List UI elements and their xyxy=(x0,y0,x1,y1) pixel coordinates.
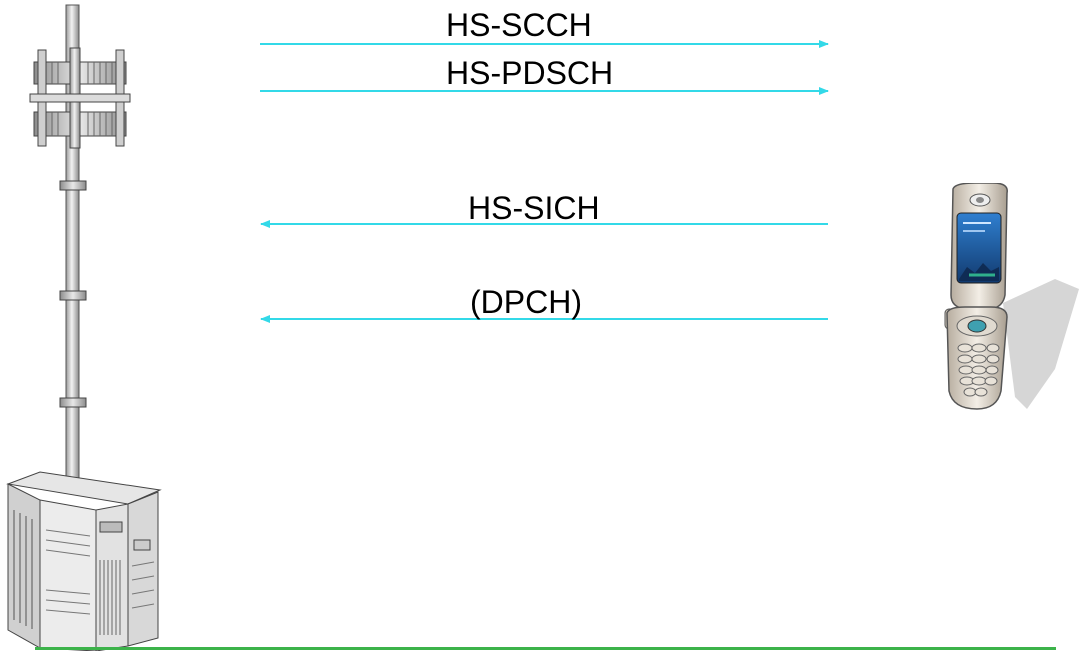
cell-tower-icon xyxy=(29,4,131,486)
ground-line xyxy=(35,647,1056,650)
label-hs-sich: HS-SICH xyxy=(468,190,600,226)
label-dpch: (DPCH) xyxy=(470,284,582,320)
equipment-rack-icon xyxy=(6,471,162,651)
label-hs-scch: HS-SCCH xyxy=(446,7,592,43)
label-hs-pdsch: HS-PDSCH xyxy=(446,55,614,91)
flip-phone-icon xyxy=(944,183,1079,410)
